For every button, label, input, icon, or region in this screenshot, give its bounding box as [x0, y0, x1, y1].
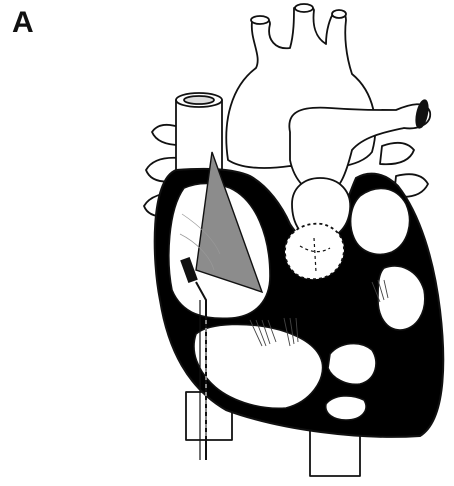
- left-ventricle-lower: [328, 344, 376, 385]
- ventricular-apex-cavity: [326, 396, 366, 420]
- descending-aorta: [310, 430, 360, 476]
- left-atrium: [351, 188, 410, 254]
